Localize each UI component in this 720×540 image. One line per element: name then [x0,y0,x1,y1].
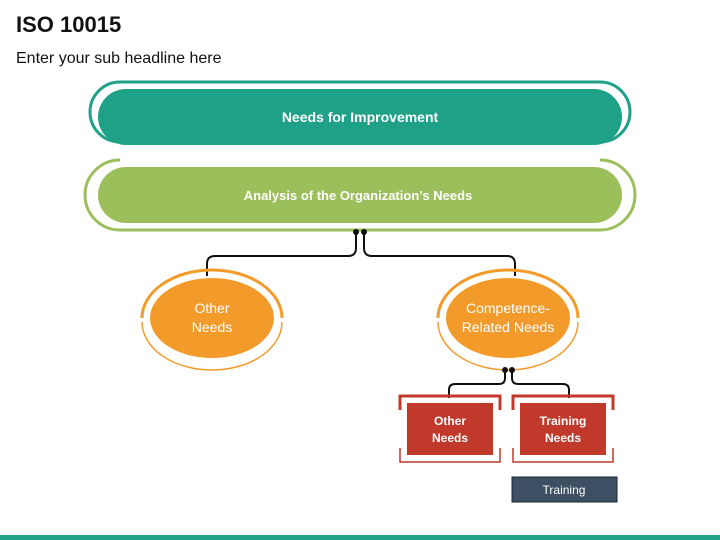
connector-competence [448,370,570,398]
sub-other-needs-node: Other Needs [398,394,502,463]
training-label: Training [543,483,586,497]
connector-analysis [206,232,516,276]
training-needs-label-2: Needs [545,431,581,445]
improvement-label: Needs for Improvement [282,109,439,125]
sub-other-needs-label-2: Needs [432,431,468,445]
competence-ellipse [446,278,570,358]
training-box [511,476,618,503]
analysis-pill [98,167,622,223]
needs-for-improvement-node: Needs for Improvement [88,80,632,145]
other-needs-outline-bottom [141,321,283,371]
other-needs-label-2: Needs [192,319,232,335]
connector-dot-competence-right [509,367,515,373]
competence-label-1: Competence- [466,300,550,316]
training-node: Training [511,476,618,503]
page-title: ISO 10015 [16,12,122,37]
analysis-node: Analysis of the Organization’s Needs [83,158,637,232]
connector-dot-competence-left [502,367,508,373]
improvement-pill [98,89,622,145]
analysis-label: Analysis of the Organization’s Needs [244,188,473,203]
other-needs-node: Other Needs [140,268,284,371]
training-needs-label-1: Training [540,414,587,428]
bottom-accent-bar [0,535,720,540]
improvement-outline [88,80,632,144]
other-needs-ellipse [150,278,274,358]
competence-outline-top [436,268,580,319]
other-needs-outline-top [140,268,284,319]
sub-other-needs-label-1: Other [434,414,466,428]
competence-needs-node: Competence- Related Needs [436,268,580,371]
training-needs-node: Training Needs [511,394,615,463]
training-needs-box [520,403,606,455]
page-subtitle: Enter your sub headline here [16,50,222,67]
analysis-outline [83,158,637,232]
sub-other-needs-box [407,403,493,455]
competence-label-2: Related Needs [462,319,555,335]
connector-dot-left [353,229,359,235]
other-needs-label-1: Other [194,300,229,316]
connector-dot-right [361,229,367,235]
